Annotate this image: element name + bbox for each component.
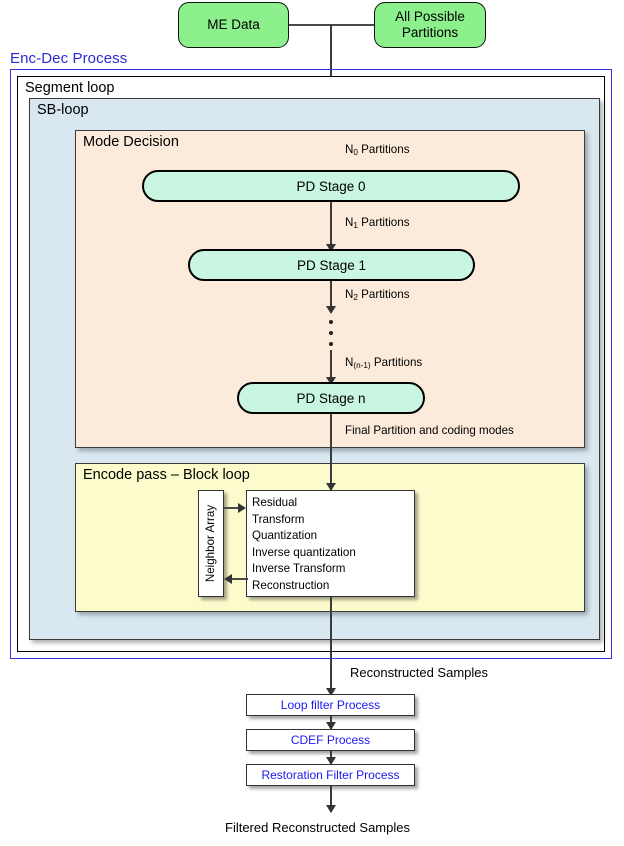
connector-pd0-to-pd1 xyxy=(330,202,332,250)
node-neighbor-array[interactable]: Neighbor Array xyxy=(198,490,224,597)
connector-pdn-to-block-loop xyxy=(330,414,332,490)
block-loop-step-transform: Transform xyxy=(252,512,305,526)
connector-restoration-to-output xyxy=(330,786,332,812)
arrowhead-to-dots xyxy=(326,306,336,314)
container-mode-decision-title: Mode Decision xyxy=(83,134,179,150)
ellipsis-dot-1 xyxy=(329,320,333,324)
edge-label-n0-tail: Partitions xyxy=(357,143,410,156)
node-cdef-process[interactable]: CDEF Process xyxy=(246,729,415,751)
block-loop-step-residual: Residual xyxy=(252,496,298,509)
node-restoration-filter-process-label: Restoration Filter Process xyxy=(261,768,400,782)
arrowhead-neighbor-array-to-block-loop xyxy=(238,503,246,513)
edge-label-n2-sub: 2 xyxy=(353,293,358,303)
node-pd-stage-n-label: PD Stage n xyxy=(296,390,366,406)
label-reconstructed-samples: Reconstructed Samples xyxy=(350,665,489,680)
arrowhead-to-pd-stage-n xyxy=(326,377,336,385)
edge-label-n2-tail: Partitions xyxy=(357,288,410,301)
arrowhead-to-output xyxy=(326,805,336,813)
node-cdef-process-label: CDEF Process xyxy=(290,733,371,747)
arrowhead-to-loop-filter xyxy=(326,688,336,696)
container-sb-loop-title: SB-loop xyxy=(37,102,89,118)
block-loop-step-inverse-transform: Inverse Transform xyxy=(252,562,346,576)
node-all-possible-partitions[interactable]: All Possible Partitions xyxy=(374,2,486,48)
connector-dots-to-pdn xyxy=(330,350,332,384)
node-me-data-label: ME Data xyxy=(207,17,260,33)
connector-junction-to-all-partitions xyxy=(331,24,374,26)
edge-label-nn1-sub: (n-1) xyxy=(353,361,371,371)
ellipsis-dot-2 xyxy=(329,331,333,335)
node-neighbor-array-label: Neighbor Array xyxy=(204,504,218,583)
edge-label-n2-partitions: N2 Partitions xyxy=(345,288,410,302)
arrowhead-to-pd-stage-1 xyxy=(326,244,336,252)
connector-block-loop-to-loop-filter xyxy=(330,597,332,695)
container-segment-loop-title: Segment loop xyxy=(25,80,115,96)
node-pd-stage-0-label: PD Stage 0 xyxy=(296,178,366,194)
edge-label-n1-sub: 1 xyxy=(353,221,358,231)
edge-label-nn1-partitions: N(n-1) Partitions xyxy=(345,356,422,370)
node-restoration-filter-process[interactable]: Restoration Filter Process xyxy=(246,764,415,786)
block-loop-step-reconstruction: Reconstruction xyxy=(252,578,330,592)
edge-label-n1-tail: Partitions xyxy=(357,216,410,229)
container-encdec-process xyxy=(10,69,612,659)
connector-pd1-to-dots xyxy=(330,281,332,312)
label-filtered-reconstructed-samples: Filtered Reconstructed Samples xyxy=(225,820,410,835)
connector-block-loop-to-neighbor-array-riser xyxy=(246,578,248,580)
edge-label-final-partition: Final Partition and coding modes xyxy=(345,424,514,437)
node-block-loop-steps[interactable]: Residual Transform Quantization Inverse … xyxy=(246,490,415,597)
node-pd-stage-1[interactable]: PD Stage 1 xyxy=(188,249,475,281)
edge-label-nn1-tail: Partitions xyxy=(370,356,423,369)
edge-label-nn1-base: N xyxy=(345,356,354,369)
connector-me-data-to-junction xyxy=(289,24,332,26)
arrowhead-to-block-loop xyxy=(326,483,336,491)
node-all-possible-partitions-label: All Possible Partitions xyxy=(395,9,465,40)
edge-label-n1-partitions: N1 Partitions xyxy=(345,216,410,230)
connector-neighbor-array-to-block-loop xyxy=(224,507,240,509)
edge-label-n1-base: N xyxy=(345,216,354,229)
arrowhead-block-loop-to-neighbor-array xyxy=(224,574,232,584)
encdec-process-title: Enc-Dec Process xyxy=(10,50,128,67)
node-loop-filter-process[interactable]: Loop filter Process xyxy=(246,694,415,716)
container-encode-pass-title: Encode pass – Block loop xyxy=(83,467,250,483)
ellipsis-dot-3 xyxy=(329,342,333,346)
node-pd-stage-0[interactable]: PD Stage 0 xyxy=(142,170,520,202)
block-loop-step-quantization: Quantization xyxy=(252,529,318,543)
edge-label-n0-sub: 0 xyxy=(353,148,358,158)
arrowhead-to-cdef xyxy=(326,722,336,730)
node-pd-stage-1-label: PD Stage 1 xyxy=(296,257,367,273)
connector-block-loop-to-neighbor-array xyxy=(232,578,248,580)
node-me-data[interactable]: ME Data xyxy=(178,2,289,48)
arrowhead-to-restoration xyxy=(326,757,336,765)
edge-label-n2-base: N xyxy=(345,288,354,301)
node-pd-stage-n[interactable]: PD Stage n xyxy=(237,382,425,414)
node-loop-filter-process-label: Loop filter Process xyxy=(280,698,381,712)
edge-label-n0-base: N xyxy=(345,143,354,156)
block-loop-step-inverse-quantization: Inverse quantization xyxy=(252,545,356,559)
